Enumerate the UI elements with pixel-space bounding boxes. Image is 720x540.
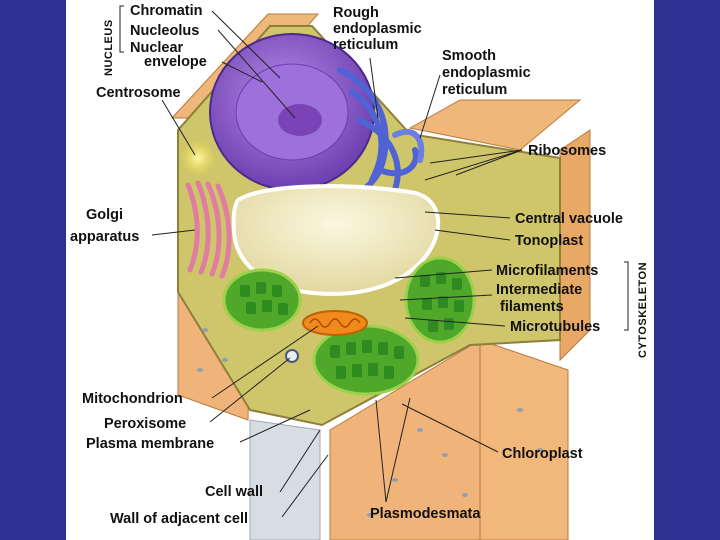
- label-intermediate-2: filaments: [500, 299, 564, 315]
- centrosome: [180, 140, 216, 176]
- central-vacuole: [231, 184, 441, 296]
- label-intermediate-1: Intermediate: [496, 282, 582, 298]
- label-golgi-1: Golgi: [86, 207, 123, 223]
- label-microtubules: Microtubules: [510, 319, 600, 335]
- label-nuclear-envelope-2: envelope: [144, 54, 207, 70]
- cytoskeleton-group-label: CYTOSKELETON: [637, 262, 649, 358]
- chloroplast-left: [222, 268, 302, 332]
- chloroplast-right: [404, 256, 476, 344]
- label-plasmodesmata: Plasmodesmata: [370, 506, 481, 522]
- label-chloroplast: Chloroplast: [502, 446, 583, 462]
- label-smooth-er-3: reticulum: [442, 82, 507, 98]
- label-rough-er-1: Rough: [333, 5, 379, 21]
- label-nuclear-envelope-1: Nuclear: [130, 40, 184, 56]
- label-peroxisome: Peroxisome: [104, 416, 186, 432]
- label-microfilaments: Microfilaments: [496, 263, 598, 279]
- nucleolus: [278, 104, 322, 136]
- label-tonoplast: Tonoplast: [515, 233, 583, 249]
- labels: Chromatin Nucleolus Nuclear envelope Cen…: [70, 3, 623, 527]
- nucleus-group-label: NUCLEUS: [103, 19, 115, 76]
- label-ribosomes: Ribosomes: [528, 143, 606, 159]
- leader-lines: [151, 10, 523, 518]
- mitochondrion: [302, 310, 368, 336]
- label-mitochondrion: Mitochondrion: [82, 391, 183, 407]
- golgi-apparatus: [185, 180, 232, 279]
- label-cell-wall: Cell wall: [205, 484, 263, 500]
- label-rough-er-2: endoplasmic: [333, 21, 422, 37]
- label-smooth-er-2: endoplasmic: [442, 65, 531, 81]
- label-nucleolus: Nucleolus: [130, 23, 199, 39]
- label-chromatin: Chromatin: [130, 3, 203, 19]
- nucleus: [209, 33, 375, 191]
- label-smooth-er-1: Smooth: [442, 48, 496, 64]
- label-centrosome: Centrosome: [96, 85, 181, 101]
- label-plasma-membrane: Plasma membrane: [86, 436, 214, 452]
- label-central-vacuole: Central vacuole: [515, 211, 623, 227]
- chloroplast-bottom: [312, 324, 420, 396]
- label-golgi-2: apparatus: [70, 229, 139, 245]
- label-wall-of-adjacent-cell: Wall of adjacent cell: [110, 511, 248, 527]
- label-rough-er-3: reticulum: [333, 37, 398, 53]
